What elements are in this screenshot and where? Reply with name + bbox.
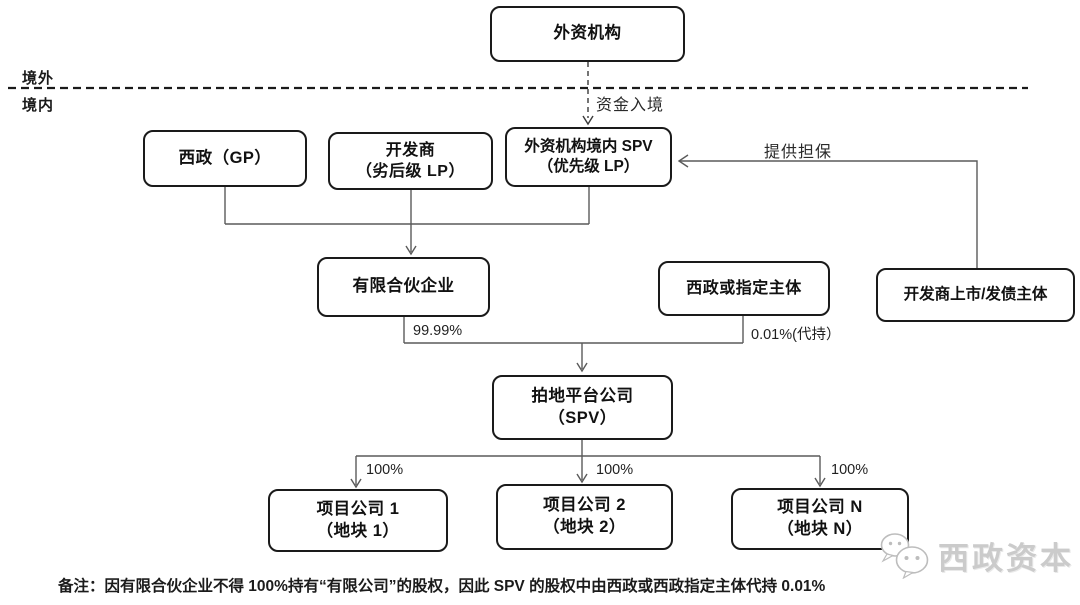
node-label-line2: （SPV） [548, 408, 617, 427]
project-n-share-label: 100% [831, 462, 869, 478]
node-label-line2: （地块 2） [543, 518, 626, 536]
nominee-share-label: 0.01%(代持） [751, 327, 841, 343]
node-label: 西政（GP） [178, 148, 272, 167]
node-label-line2: （劣后级 LP） [356, 163, 465, 180]
node-onshore-spv: 外资机构境内 SPV （优先级 LP） [505, 127, 672, 187]
node-label-line2: （地块 1） [316, 521, 400, 540]
watermark-brand: 西政资本 [938, 540, 1074, 576]
node-xizheng-gp: 西政（GP） [143, 130, 307, 187]
node-project-company-1: 项目公司 1 （地块 1） [268, 489, 448, 552]
capital-entry-label: 资金入境 [596, 97, 665, 114]
node-label-line1: 项目公司 2 [543, 496, 626, 515]
node-project-company-n: 项目公司 N （地块 N） [731, 488, 909, 550]
node-label-line1: 开发商 [385, 141, 436, 159]
node-developer-lp: 开发商 （劣后级 LP） [328, 132, 493, 190]
node-limited-partnership: 有限合伙企业 [317, 257, 490, 317]
edge-to-projects [350, 440, 826, 489]
onshore-region-label: 境内 [22, 97, 55, 114]
node-label-line1: 外资机构境内 SPV [524, 137, 653, 155]
node-foreign-institution: 外资机构 [490, 6, 685, 62]
partnership-share-label: 99.99% [413, 323, 463, 339]
project-1-share-label: 100% [366, 462, 404, 478]
node-label-line2: （优先级 LP） [537, 158, 640, 175]
footnote: 备注：因有限合伙企业不得 100%持有“有限公司”的股权，因此 SPV 的股权中… [58, 578, 826, 595]
project-2-share-label: 100% [596, 462, 634, 478]
guarantee-label: 提供担保 [764, 144, 833, 161]
node-land-platform-spv: 拍地平台公司 （SPV） [492, 375, 673, 440]
node-label-line1: 拍地平台公司 [531, 386, 634, 405]
node-label: 开发商上市/发债主体 [903, 285, 1048, 303]
edge-partners-to-partnership [224, 187, 590, 256]
node-label: 西政或指定主体 [686, 279, 802, 297]
node-label: 有限合伙企业 [352, 277, 455, 296]
node-label-line1: 项目公司 N [777, 498, 863, 517]
watermark: 西政资本 [878, 531, 1074, 579]
edge-to-land-platform [403, 316, 744, 373]
wechat-icon [880, 533, 929, 579]
node-developer-listed-entity: 开发商上市/发债主体 [876, 268, 1075, 322]
offshore-region-label: 境外 [22, 70, 55, 87]
node-xizheng-or-designated: 西政或指定主体 [658, 261, 830, 316]
edge-capital-entry [582, 62, 594, 126]
edge-guarantee [677, 154, 978, 268]
node-label-line2: （地块 N） [777, 520, 863, 538]
node-project-company-2: 项目公司 2 （地块 2） [496, 484, 673, 550]
node-label-line1: 项目公司 1 [316, 499, 400, 518]
node-label: 外资机构 [553, 24, 622, 43]
